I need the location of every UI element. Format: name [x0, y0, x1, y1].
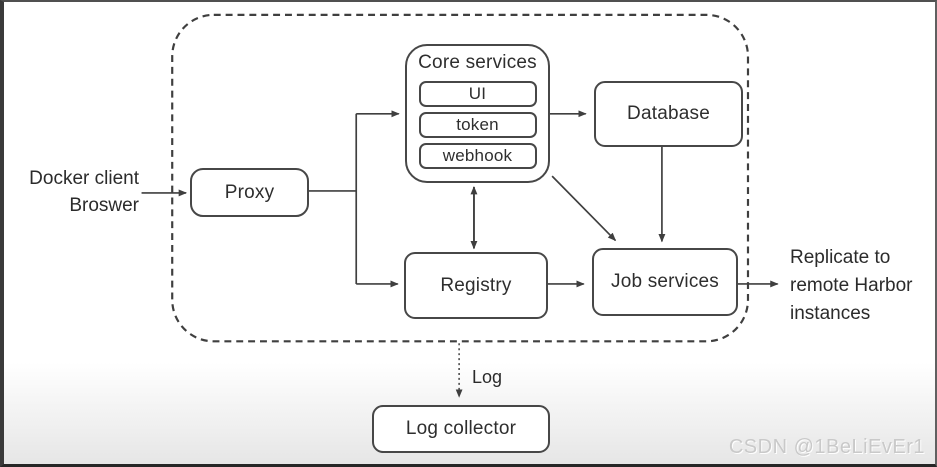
proxy-node-label: Proxy — [224, 181, 275, 203]
docker-client-label-line2: Broswer — [69, 195, 139, 216]
log-collector-node-label: Log collector — [405, 418, 517, 439]
docker-client-label-line1: Docker client — [29, 168, 139, 189]
database-node-label: Database — [627, 103, 710, 124]
connector-layer — [141, 13, 779, 398]
core-services-subnodes: UI token webhook — [418, 81, 537, 169]
job-services-node: Job services — [592, 248, 738, 316]
database-node: Database — [594, 81, 743, 147]
job-services-node-label: Job services — [611, 271, 719, 292]
log-collector-node: Log collector — [372, 405, 550, 453]
replicate-label-line2: remote Harbor — [790, 275, 913, 296]
csdn-watermark: CSDN @1BeLiEvEr1 — [728, 436, 925, 458]
proxy-node: Proxy — [190, 168, 309, 217]
registry-node-label: Registry — [440, 274, 512, 296]
ui-subnode: UI — [418, 81, 537, 107]
docker-client-label: Docker client Broswer — [12, 165, 139, 219]
replicate-label-line1: Replicate to — [790, 247, 891, 268]
log-arrow-label: Log — [472, 367, 503, 387]
core-services-title: Core services — [418, 52, 537, 73]
replicate-label-line3: instances — [790, 303, 871, 324]
core-services-node: Core services UI token webhook — [405, 44, 550, 183]
connector-core-to-job-diagonal — [551, 175, 617, 242]
token-subnode-label: token — [456, 115, 499, 134]
webhook-subnode: webhook — [418, 143, 537, 169]
webhook-subnode-label: webhook — [442, 146, 513, 165]
registry-node: Registry — [404, 252, 548, 319]
harbor-boundary-dashed-border — [171, 13, 750, 343]
token-subnode: token — [418, 112, 537, 138]
ui-subnode-label: UI — [468, 84, 487, 103]
replicate-label: Replicate to remote Harbor instances — [790, 244, 935, 328]
